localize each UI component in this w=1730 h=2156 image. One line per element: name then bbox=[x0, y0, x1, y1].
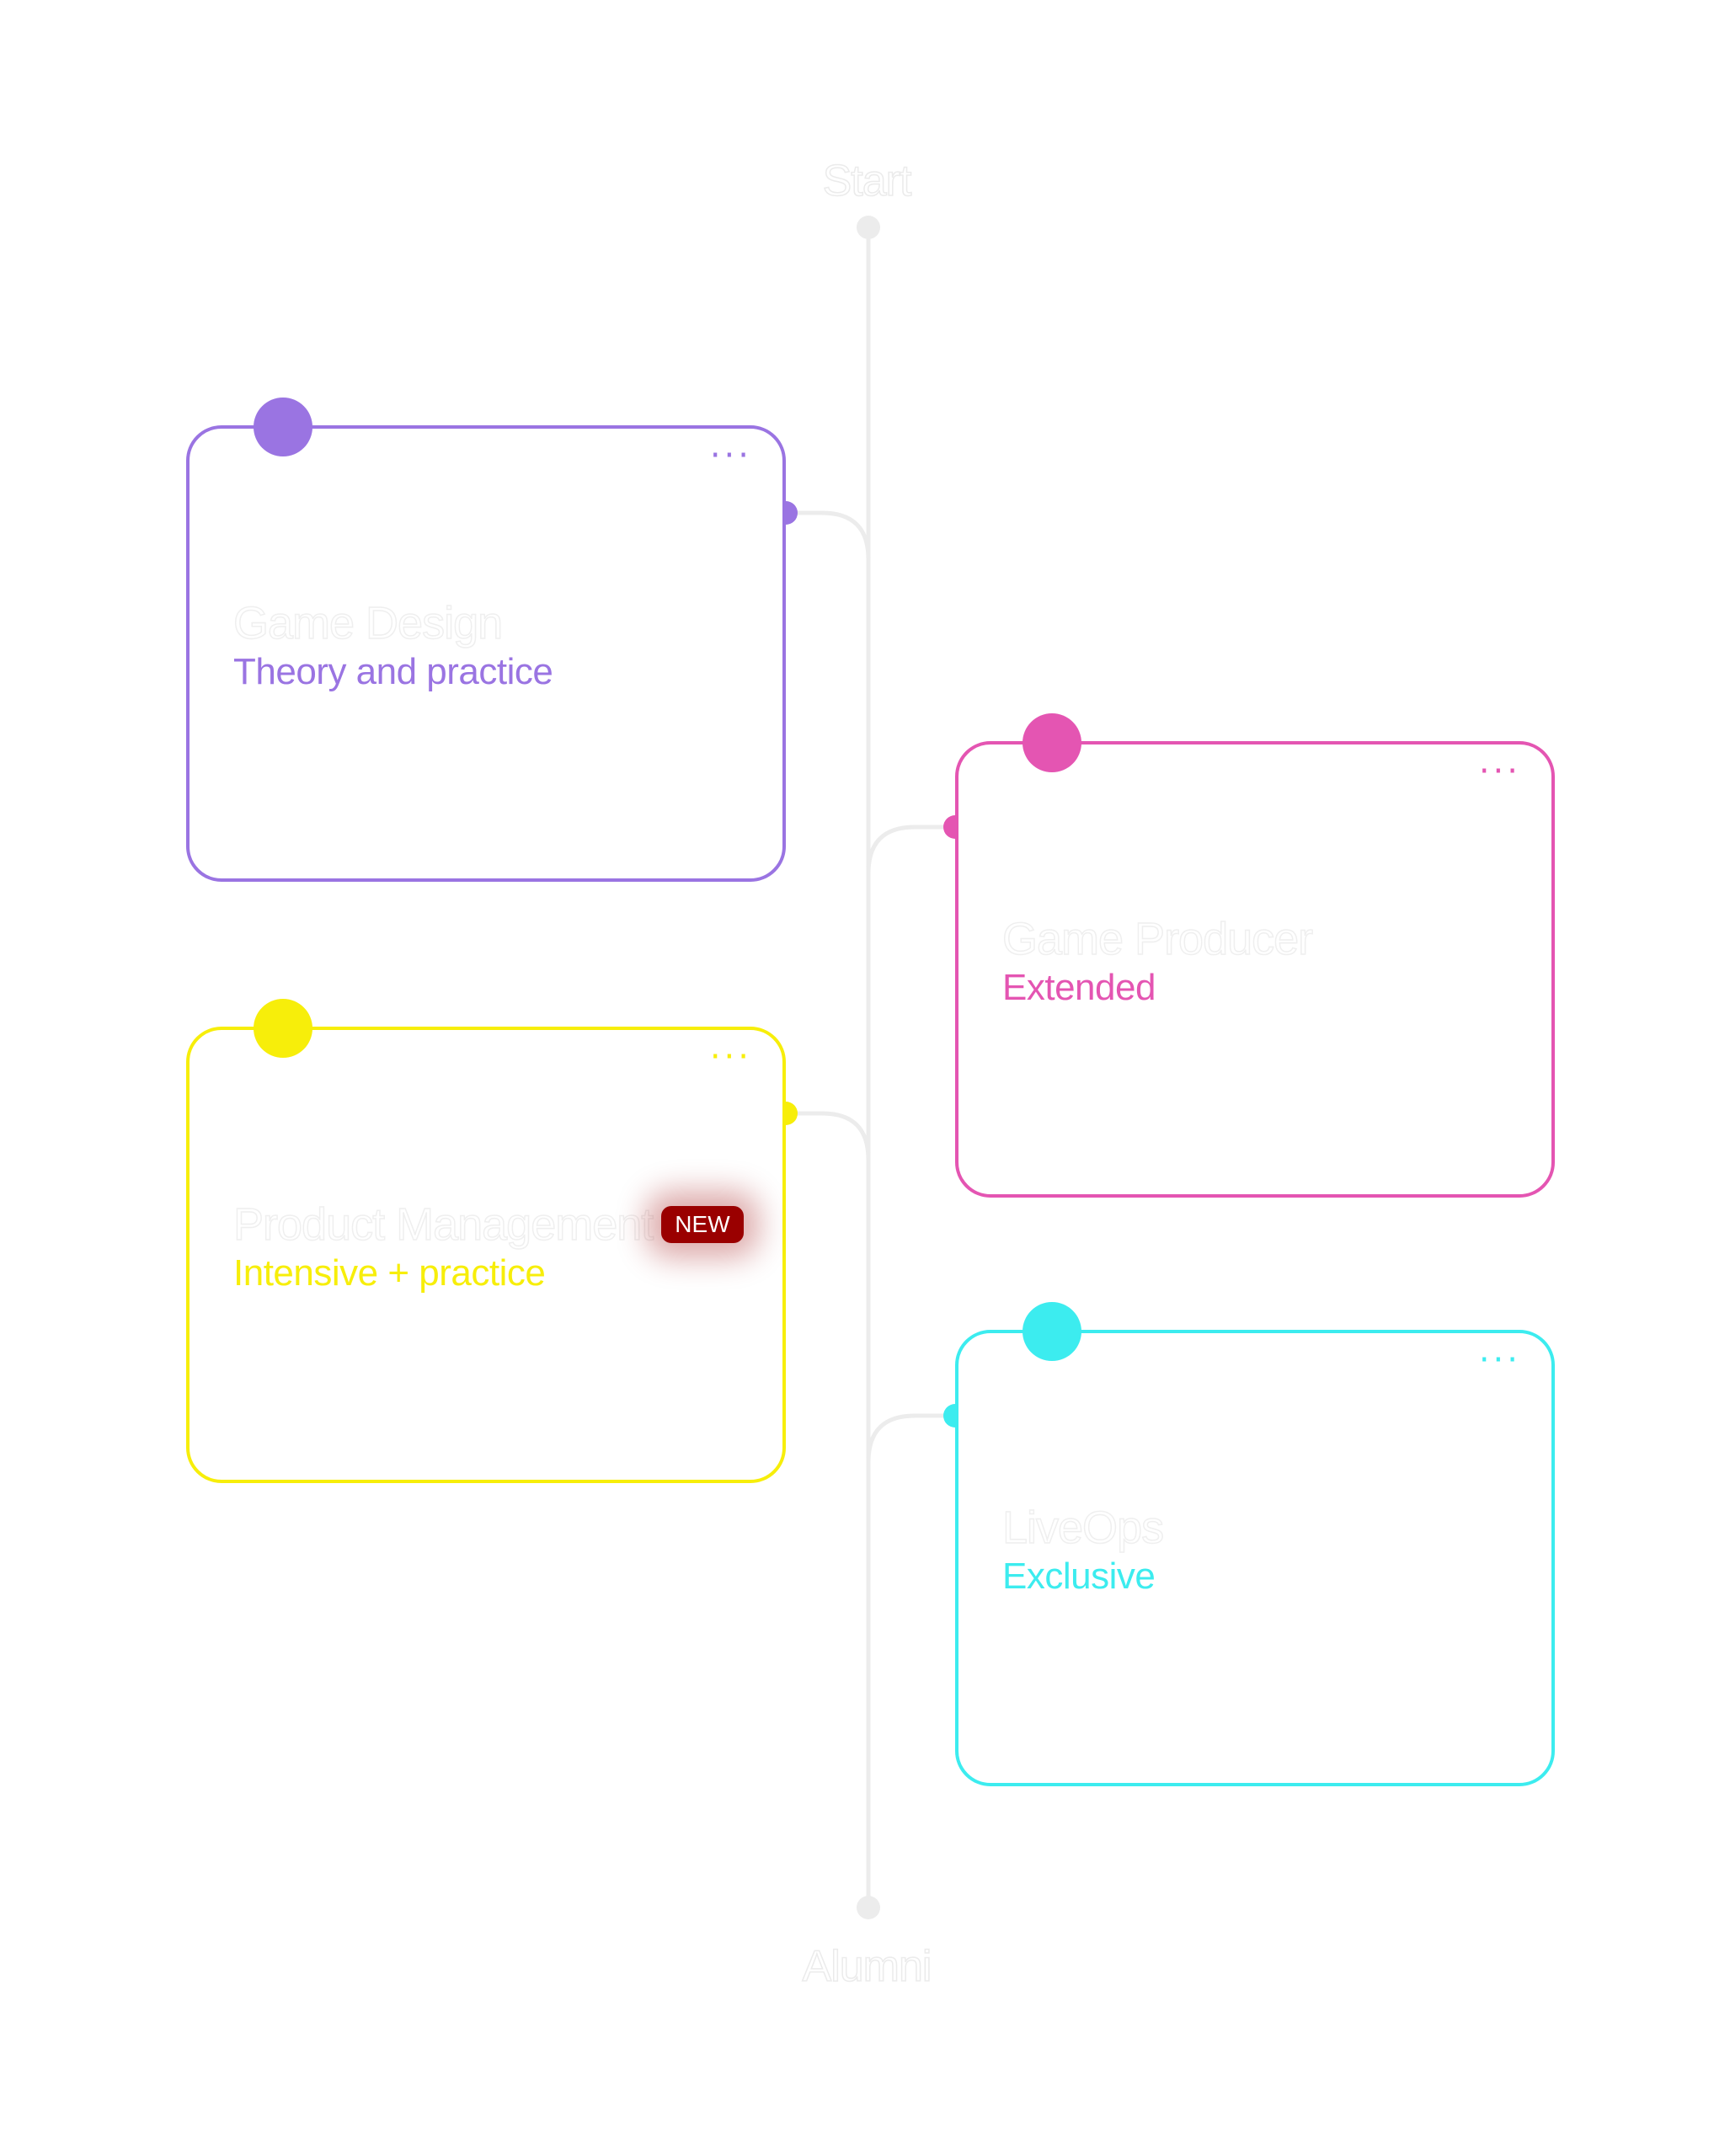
ellipsis-icon[interactable]: ··· bbox=[1478, 1341, 1521, 1380]
card-title-row: Game Producer bbox=[1001, 913, 1526, 965]
course-card-game-design[interactable]: ··· Game Design Theory and practice bbox=[186, 398, 786, 882]
card-body: Game Producer Extended bbox=[1001, 913, 1526, 1011]
course-subtitle: Intensive + practice bbox=[233, 1252, 546, 1294]
card-connector bbox=[786, 1111, 871, 1161]
card-title-row: Game Design bbox=[232, 597, 757, 649]
card-body: LiveOps Exclusive bbox=[1001, 1502, 1526, 1599]
card-title-row: Product Management NEW bbox=[232, 1198, 757, 1251]
ellipsis-icon[interactable]: ··· bbox=[709, 436, 752, 475]
card-node-dot bbox=[254, 999, 312, 1058]
course-subtitle: Theory and practice bbox=[233, 651, 553, 692]
course-title: LiveOps bbox=[1001, 1502, 1165, 1554]
new-badge: NEW bbox=[661, 1206, 744, 1243]
course-subtitle: Extended bbox=[1002, 967, 1156, 1008]
course-card-game-producer[interactable]: ··· Game Producer Extended bbox=[955, 713, 1555, 1198]
course-card-liveops[interactable]: ··· LiveOps Exclusive bbox=[955, 1302, 1555, 1786]
card-connector bbox=[866, 825, 955, 874]
course-title: Product Management bbox=[232, 1198, 654, 1251]
card-title-row: LiveOps bbox=[1001, 1502, 1526, 1554]
card-node-dot bbox=[254, 398, 312, 456]
course-title: Game Producer bbox=[1001, 913, 1314, 965]
card-node-dot bbox=[1023, 713, 1081, 772]
ellipsis-icon[interactable]: ··· bbox=[709, 1038, 752, 1076]
card-body: Game Design Theory and practice bbox=[232, 597, 757, 695]
timeline-end-label: Alumni bbox=[802, 1941, 932, 1992]
timeline-start-node bbox=[857, 216, 880, 239]
card-body: Product Management NEW Intensive + pract… bbox=[232, 1198, 757, 1296]
timeline-end-node bbox=[857, 1896, 880, 1919]
ellipsis-icon[interactable]: ··· bbox=[1478, 752, 1521, 791]
timeline-start-label: Start bbox=[822, 156, 912, 206]
card-node-dot bbox=[1023, 1302, 1081, 1361]
course-subtitle: Exclusive bbox=[1002, 1556, 1156, 1597]
card-connector bbox=[786, 510, 871, 560]
card-connector bbox=[866, 1413, 955, 1463]
course-title: Game Design bbox=[232, 597, 504, 649]
course-card-product-management[interactable]: ··· Product Management NEW Intensive + p… bbox=[186, 999, 786, 1483]
